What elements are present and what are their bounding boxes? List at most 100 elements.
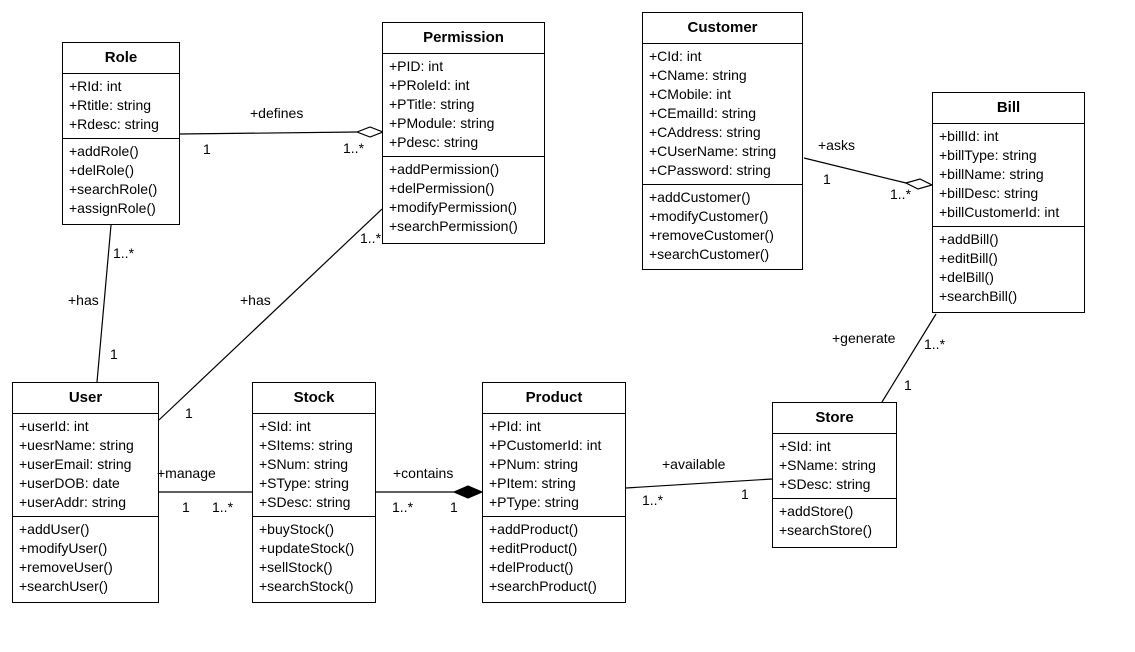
- method: +sellStock(): [259, 559, 333, 575]
- generate-src-multiplicity: 1..*: [924, 336, 946, 352]
- attribute: +PCustomerId: int: [489, 437, 602, 453]
- attributes-section: +userId: int +uesrName: string +userEmai…: [13, 414, 158, 517]
- defines-label: +defines: [250, 105, 304, 121]
- methods-section: +addStore() +searchStore(): [773, 499, 896, 544]
- attribute: +CMobile: int: [649, 86, 732, 102]
- attributes-section: +PId: int +PCustomerId: int +PNum: strin…: [483, 414, 625, 517]
- aggregation-diamond-permission: [355, 126, 385, 138]
- method: +searchPermission(): [389, 218, 518, 234]
- attribute: +CPassword: string: [649, 162, 771, 178]
- method: +assignRole(): [69, 200, 156, 216]
- methods-section: +addUser() +modifyUser() +removeUser() +…: [13, 517, 158, 600]
- user-permission-dst-multiplicity: 1..*: [360, 230, 382, 246]
- attribute: +billCustomerId: int: [939, 204, 1060, 220]
- manage-dst-multiplicity: 1..*: [212, 499, 234, 515]
- attribute: +CId: int: [649, 48, 702, 64]
- attribute: +PID: int: [389, 58, 444, 74]
- defines-src-multiplicity: 1: [203, 141, 211, 157]
- method: +addStore(): [779, 503, 854, 519]
- method: +addPermission(): [389, 161, 500, 177]
- attribute: +userId: int: [19, 418, 89, 434]
- attributes-section: +RId: int +Rtitle: string +Rdesc: string: [63, 74, 179, 139]
- class-customer[interactable]: Customer +CId: int +CName: string +CMobi…: [642, 12, 803, 270]
- asks-dst-multiplicity: 1..*: [890, 186, 912, 202]
- role-user-label: +has: [68, 292, 99, 308]
- defines-dst-multiplicity: 1..*: [343, 140, 365, 156]
- class-user[interactable]: User +userId: int +uesrName: string +use…: [12, 382, 159, 603]
- manage-src-multiplicity: 1: [182, 499, 190, 515]
- attribute: +CAddress: string: [649, 124, 761, 140]
- attribute: +PItem: string: [489, 475, 576, 491]
- attribute: +SType: string: [259, 475, 349, 491]
- attribute: +uesrName: string: [19, 437, 134, 453]
- manage-label: +manage: [157, 465, 216, 481]
- attributes-section: +CId: int +CName: string +CMobile: int +…: [643, 44, 802, 185]
- class-name: Customer: [643, 13, 802, 44]
- role-user-line: [96, 224, 112, 383]
- method: +searchCustomer(): [649, 246, 770, 262]
- method: +searchStore(): [779, 522, 872, 538]
- user-permission-label: +has: [240, 292, 271, 308]
- attribute: +PNum: string: [489, 456, 579, 472]
- method: +addUser(): [19, 521, 90, 537]
- class-stock[interactable]: Stock +SId: int +SItems: string +SNum: s…: [252, 382, 376, 603]
- user-permission-src-multiplicity: 1: [185, 405, 193, 421]
- attribute: +PTitle: string: [389, 96, 475, 112]
- method: +addCustomer(): [649, 189, 751, 205]
- attribute: +Rtitle: string: [69, 97, 152, 113]
- user-permission-line: [158, 208, 383, 421]
- attribute: +SName: string: [779, 457, 876, 473]
- class-name: Product: [483, 383, 625, 414]
- class-name: Bill: [933, 93, 1084, 124]
- class-name: Role: [63, 43, 179, 74]
- attribute: +billDesc: string: [939, 185, 1039, 201]
- attribute: +PModule: string: [389, 115, 495, 131]
- attribute: +billName: string: [939, 166, 1044, 182]
- method: +searchBill(): [939, 288, 1018, 304]
- attributes-section: +PID: int +PRoleId: int +PTitle: string …: [383, 54, 544, 157]
- contains-src-multiplicity: 1..*: [392, 499, 414, 515]
- generate-label: +generate: [832, 330, 896, 346]
- method: +delRole(): [69, 162, 134, 178]
- role-user-dst-multiplicity: 1: [110, 346, 118, 362]
- class-role[interactable]: Role +RId: int +Rtitle: string +Rdesc: s…: [62, 42, 180, 225]
- available-src-multiplicity: 1..*: [642, 492, 664, 508]
- attribute: +billType: string: [939, 147, 1037, 163]
- method: +addBill(): [939, 231, 999, 247]
- asks-label: +asks: [818, 137, 855, 153]
- method: +searchStock(): [259, 578, 354, 594]
- class-name: Stock: [253, 383, 375, 414]
- method: +editBill(): [939, 250, 998, 266]
- class-store[interactable]: Store +SId: int +SName: string +SDesc: s…: [772, 402, 897, 548]
- methods-section: +addProduct() +editProduct() +delProduct…: [483, 517, 625, 600]
- method: +buyStock(): [259, 521, 335, 537]
- class-permission[interactable]: Permission +PID: int +PRoleId: int +PTit…: [382, 22, 545, 244]
- method: +modifyPermission(): [389, 199, 517, 215]
- attribute: +userDOB: date: [19, 475, 120, 491]
- available-dst-multiplicity: 1: [741, 486, 749, 502]
- method: +delBill(): [939, 269, 994, 285]
- method: +removeUser(): [19, 559, 113, 575]
- class-bill[interactable]: Bill +billId: int +billType: string +bil…: [932, 92, 1085, 313]
- contains-dst-multiplicity: 1: [450, 499, 458, 515]
- attribute: +billId: int: [939, 128, 999, 144]
- class-name: Store: [773, 403, 896, 434]
- methods-section: +addBill() +editBill() +delBill() +searc…: [933, 227, 1084, 310]
- attribute: +SItems: string: [259, 437, 353, 453]
- attributes-section: +SId: int +SName: string +SDesc: string: [773, 434, 896, 499]
- attribute: +SId: int: [259, 418, 311, 434]
- method: +searchRole(): [69, 181, 158, 197]
- methods-section: +addCustomer() +modifyCustomer() +remove…: [643, 185, 802, 268]
- class-name: User: [13, 383, 158, 414]
- class-product[interactable]: Product +PId: int +PCustomerId: int +PNu…: [482, 382, 626, 603]
- method: +searchProduct(): [489, 578, 597, 594]
- attribute: +CEmailId: string: [649, 105, 756, 121]
- attribute: +userAddr: string: [19, 494, 126, 510]
- attribute: +PId: int: [489, 418, 541, 434]
- attribute: +SNum: string: [259, 456, 349, 472]
- generate-line: [881, 313, 937, 403]
- attribute: +userEmail: string: [19, 456, 132, 472]
- generate-dst-multiplicity: 1: [904, 377, 912, 393]
